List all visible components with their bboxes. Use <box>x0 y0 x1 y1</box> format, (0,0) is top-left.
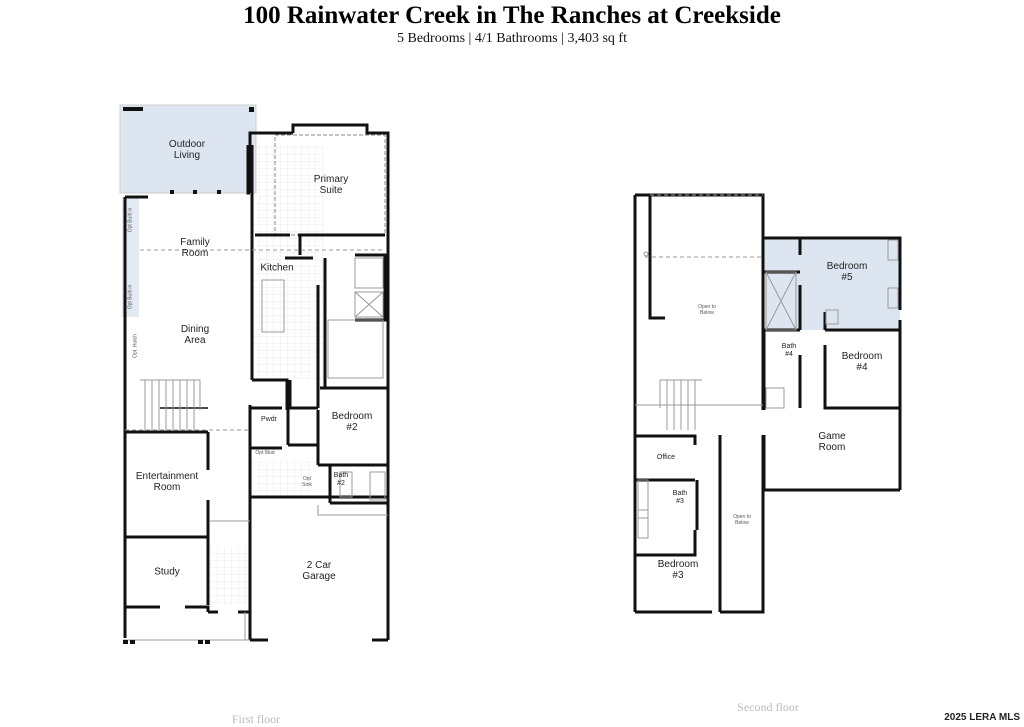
outdoor-living-area <box>119 104 257 194</box>
opt-built-in-label: Opt Built in <box>127 207 134 233</box>
tile-area-kitchen <box>252 145 324 380</box>
first-floor-caption: First floor <box>231 712 281 726</box>
room-entertainment: Entertainment Room <box>135 471 199 493</box>
room-game-room: Game Room <box>818 431 846 453</box>
room-bedroom-4: Bedroom #4 <box>841 351 883 373</box>
room-bedroom-5: Bedroom #5 <box>826 261 868 283</box>
opt-hutch-label: Opt. Hutch <box>132 334 139 358</box>
listing-title: 100 Rainwater Creek in The Ranches at Cr… <box>243 2 781 29</box>
opt-built-in-label: Opt Built in <box>127 284 134 310</box>
room-office: Office <box>656 454 676 461</box>
room-bedroom-2: Bedroom #2 <box>331 411 373 433</box>
room-powder: Pwdr <box>261 416 277 423</box>
first-floor-plan <box>119 104 390 644</box>
mls-watermark: 2025 LERA MLS <box>944 712 1020 723</box>
room-bedroom-3: Bedroom #3 <box>657 559 699 581</box>
room-primary-suite: Primary Suite <box>313 174 349 196</box>
room-dining-area: Dining Area <box>180 324 210 346</box>
listing-summary: 5 Bedrooms | 4/1 Bathrooms | 3,403 sq ft <box>397 31 627 46</box>
second-floor-caption: Second floor <box>737 700 799 714</box>
room-garage: 2 Car Garage <box>302 560 336 582</box>
opt-sink-label: Opt Sink <box>302 476 312 488</box>
room-study: Study <box>154 566 180 578</box>
room-bath-3: Bath #3 <box>672 490 688 505</box>
room-bath-4: Bath #4 <box>781 343 797 358</box>
room-bath-2: Bath #2 <box>333 472 349 487</box>
second-floor-plan <box>633 193 902 614</box>
bedroom-5-area <box>764 238 900 330</box>
room-family-room: Family Room <box>180 237 210 259</box>
room-outdoor-living: Outdoor Living <box>168 139 206 161</box>
open-to-below-label: Open to Below <box>733 514 751 526</box>
open-to-below-label: Open to Below <box>698 304 716 316</box>
opt-mud-label: Opt Mud <box>255 450 275 456</box>
room-kitchen: Kitchen <box>260 262 294 274</box>
